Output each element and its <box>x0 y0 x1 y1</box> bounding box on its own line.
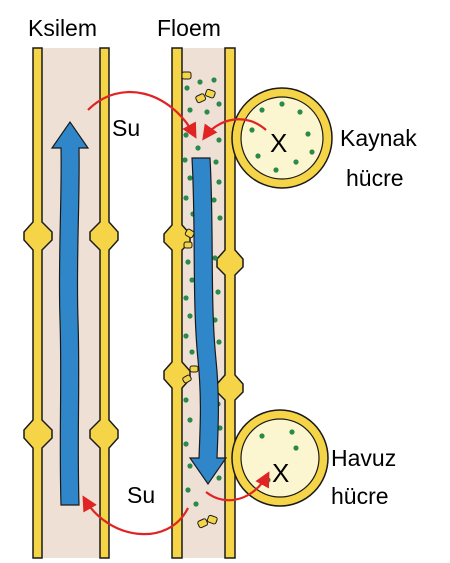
xylem-left-wall <box>23 47 53 559</box>
sugar-particles <box>182 77 223 507</box>
water-label-bottom: Su <box>127 482 155 508</box>
xylem-right-wall <box>89 47 119 559</box>
source-cell-label-line1: Kaynak <box>340 125 417 151</box>
sink-marker: X <box>272 458 289 488</box>
phloem-downward-flow-arrow <box>188 157 228 486</box>
xylem-label: Ksilem <box>28 15 97 41</box>
water-xylem-to-phloem-arrow <box>87 90 197 139</box>
loading-source-to-phloem-arrow <box>202 118 267 141</box>
phloem-right-wall <box>216 47 244 559</box>
sink-cell-label-line1: Havuz <box>331 445 396 471</box>
unloading-phloem-to-sink-arrow <box>205 471 270 502</box>
source-cell <box>231 87 333 189</box>
phloem-label: Floem <box>157 15 221 41</box>
xylem-vessel <box>23 47 119 559</box>
water-and-loading-arrows <box>82 90 270 536</box>
xylem-upward-flow-arrow <box>50 120 90 506</box>
water-phloem-to-xylem-arrow <box>82 495 189 536</box>
source-cell-label-line2: hücre <box>346 165 404 191</box>
sieve-plate-pores <box>181 71 218 529</box>
water-label-top: Su <box>112 115 140 141</box>
phloem-sieve-tube <box>163 47 244 559</box>
sink-cell-label-line2: hücre <box>331 483 389 509</box>
source-marker: X <box>270 128 287 158</box>
